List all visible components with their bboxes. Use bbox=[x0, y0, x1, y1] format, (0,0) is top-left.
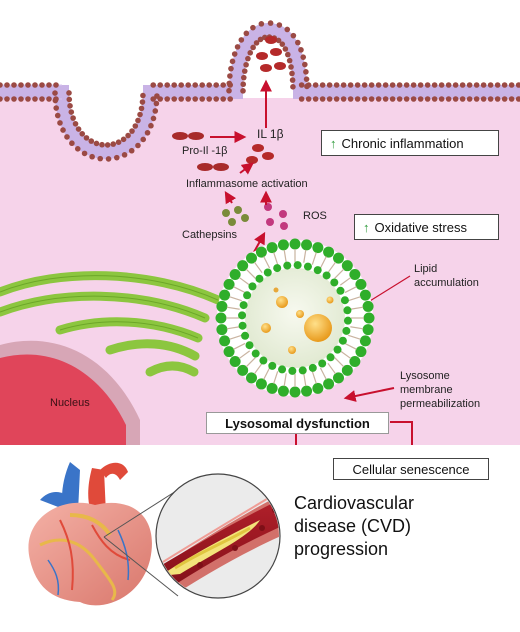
heart-illustration bbox=[28, 462, 152, 606]
up-arrow-icon: ↑ bbox=[330, 136, 337, 151]
pro-il1b-molecules bbox=[172, 132, 229, 171]
il1b-vesicle-contents bbox=[256, 36, 286, 72]
oxidative-stress-box: ↑ Oxidative stress bbox=[354, 214, 499, 240]
lysosomal-dysfunction-box: Lysosomal dysfunction bbox=[206, 412, 389, 434]
lipid-accumulation-label: Lipid accumulation bbox=[414, 263, 479, 289]
nucleus bbox=[0, 340, 140, 445]
chronic-inflammation-text: Chronic inflammation bbox=[341, 136, 464, 151]
nucleus-label: Nucleus bbox=[50, 397, 90, 409]
inflammasome-activation-label: Inflammasome activation bbox=[186, 178, 308, 190]
lipid-droplets bbox=[261, 287, 334, 354]
cathepsins-label: Cathepsins bbox=[182, 229, 238, 241]
cvd-progression-label: Cardiovascular disease (CVD) progression bbox=[294, 493, 415, 559]
lysosome-membrane-permeabilization-label: Lysosome membrane permeabilization bbox=[400, 370, 481, 410]
il1b-molecules bbox=[246, 144, 274, 164]
chronic-inflammation-box: ↑ Chronic inflammation bbox=[321, 130, 499, 156]
oxidative-stress-text: Oxidative stress bbox=[374, 220, 467, 235]
magnified-artery bbox=[155, 473, 281, 599]
cellular-senescence-box: Cellular senescence bbox=[333, 458, 489, 480]
ros-label: ROS bbox=[303, 210, 327, 222]
lysosome bbox=[215, 238, 375, 398]
cathepsin-molecules bbox=[222, 206, 249, 226]
il1b-label: IL 1β bbox=[257, 127, 284, 141]
up-arrow-icon: ↑ bbox=[363, 220, 370, 235]
pro-il1b-label: Pro-Il -1β bbox=[182, 145, 228, 157]
plasma-membrane bbox=[0, 20, 520, 162]
